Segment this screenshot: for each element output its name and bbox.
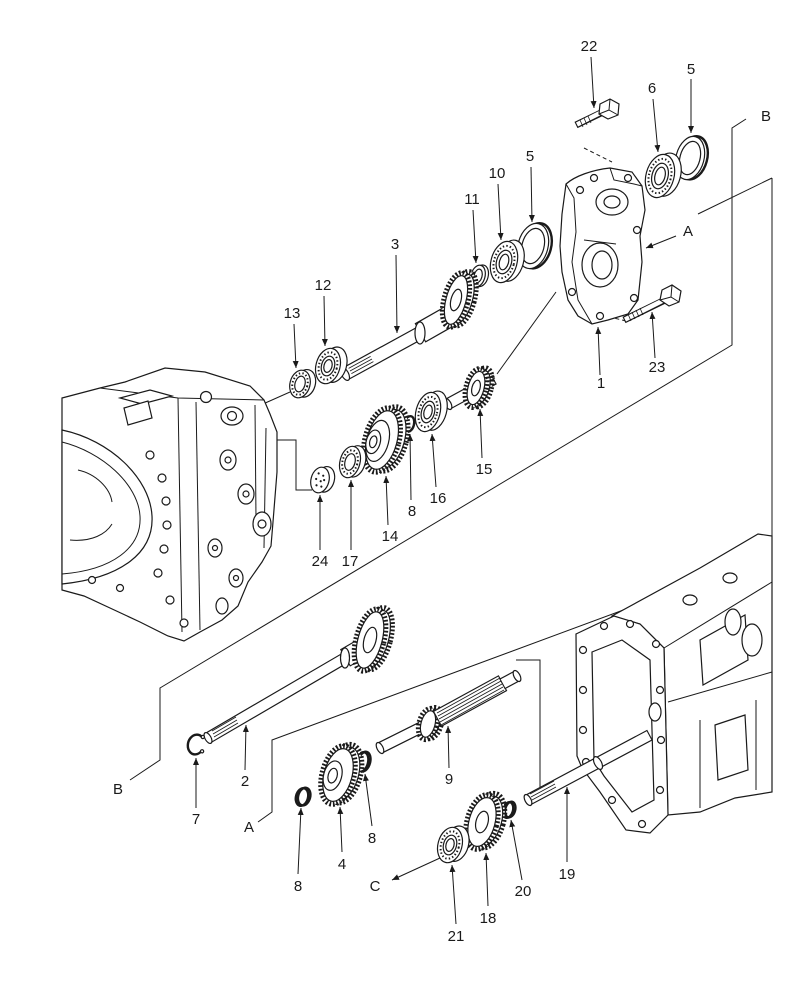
bearing-17: [338, 445, 367, 479]
input-shaft-3: [339, 268, 479, 381]
leader-line: [528, 166, 535, 223]
callout-number: 12: [315, 277, 332, 294]
gear-18: [463, 790, 508, 852]
snap-ring-8-lower: [294, 786, 312, 808]
callout-number: 7: [192, 811, 200, 828]
section-marker: C: [370, 878, 381, 895]
bearing-12: [314, 346, 348, 385]
leader-line: [297, 807, 304, 875]
snap-ring-5-inner: [516, 222, 554, 270]
section-marker: A: [244, 819, 254, 836]
pto-shaft-2: [203, 605, 395, 745]
front-transmission-housing: [61, 367, 278, 642]
section-marker: B: [113, 781, 123, 798]
callout-number: 17: [342, 553, 359, 570]
bearing-21: [436, 825, 470, 864]
callout-number: 21: [448, 928, 465, 945]
callout-number: 10: [489, 165, 506, 182]
bearing-10: [489, 239, 525, 284]
callout-number: 19: [559, 866, 576, 883]
bearing-6: [644, 152, 682, 199]
leader-line: [429, 433, 437, 488]
callout-number: 8: [294, 878, 302, 895]
leader-line: [652, 98, 661, 153]
callout-number: 5: [526, 148, 534, 165]
gear-4: [318, 741, 365, 807]
leader-line: [393, 254, 400, 334]
pto-shaft-2-gear: [351, 605, 395, 674]
guide-line-shaft-9-to-19: [516, 659, 541, 798]
callout-number: 1: [597, 375, 605, 392]
leader-line: [407, 433, 414, 501]
leader-line: [445, 725, 452, 769]
rear-transmission-housing: [575, 533, 773, 834]
callout-number: 22: [581, 38, 598, 55]
snap-ring-5-outer: [674, 135, 710, 181]
callout-number: 24: [312, 553, 329, 570]
leader-line: [483, 852, 490, 907]
guide-line-b: [129, 118, 747, 781]
callout-number: 8: [368, 830, 376, 847]
countershaft-9: [375, 669, 522, 755]
section-marker: B: [761, 108, 771, 125]
leader-lines: [193, 56, 694, 925]
guide-line-bolt-22: [583, 147, 613, 163]
leader-line: [242, 724, 249, 771]
callout-number: 16: [430, 490, 447, 507]
callout-number: 5: [687, 61, 695, 78]
callout-labels: 22 5 6 10 5 11 3 12 13 1 23 15 16 8 14 1…: [113, 38, 771, 945]
leader-line: [649, 311, 656, 359]
callout-number: 3: [391, 236, 399, 253]
guide-line-a-top: [697, 177, 773, 215]
circlip-7: [186, 733, 206, 756]
leader-line: [362, 773, 373, 827]
leader-line: [383, 475, 390, 526]
section-arrow-a: [645, 235, 677, 249]
leader-line: [292, 323, 299, 369]
needle-bearing-24: [310, 465, 336, 494]
leader-line: [337, 806, 344, 853]
callout-number: 15: [476, 461, 493, 478]
output-shaft-19: [523, 729, 653, 807]
guide-line-housing-bearing: [262, 391, 291, 405]
leader-line: [509, 819, 523, 881]
bolt-22: [574, 98, 620, 129]
bolt-23: [622, 284, 682, 324]
callout-number: 23: [649, 359, 666, 376]
leader-line: [595, 326, 602, 376]
callout-number: 18: [480, 910, 497, 927]
bearing-13: [289, 368, 317, 399]
leader-line: [477, 408, 484, 459]
shaft-3-gear: [439, 268, 479, 330]
leader-line: [321, 295, 328, 347]
bearing-cover-plate: [559, 167, 646, 325]
callout-number: 8: [408, 503, 416, 520]
callout-number: 11: [464, 191, 480, 208]
gear-shaft-15: [443, 365, 497, 411]
callout-number: 13: [284, 305, 301, 322]
callout-number: 14: [382, 528, 399, 545]
callout-number: 2: [241, 773, 249, 790]
section-marker: A: [683, 223, 693, 240]
gear-14: [360, 404, 411, 475]
callout-number: 20: [515, 883, 532, 900]
bearing-16: [414, 390, 448, 433]
guide-line-a: [257, 178, 773, 823]
callout-number: 9: [445, 771, 453, 788]
guide-line-housing-plug: [270, 439, 312, 491]
guide-line-cover-to-gear: [496, 291, 557, 375]
leader-line: [449, 864, 457, 925]
section-arrow-c: [391, 857, 441, 881]
callout-number: 6: [648, 80, 656, 97]
leader-line: [497, 183, 504, 241]
leader-line: [472, 209, 479, 264]
callout-number: 4: [338, 856, 346, 873]
leader-line: [590, 56, 597, 109]
